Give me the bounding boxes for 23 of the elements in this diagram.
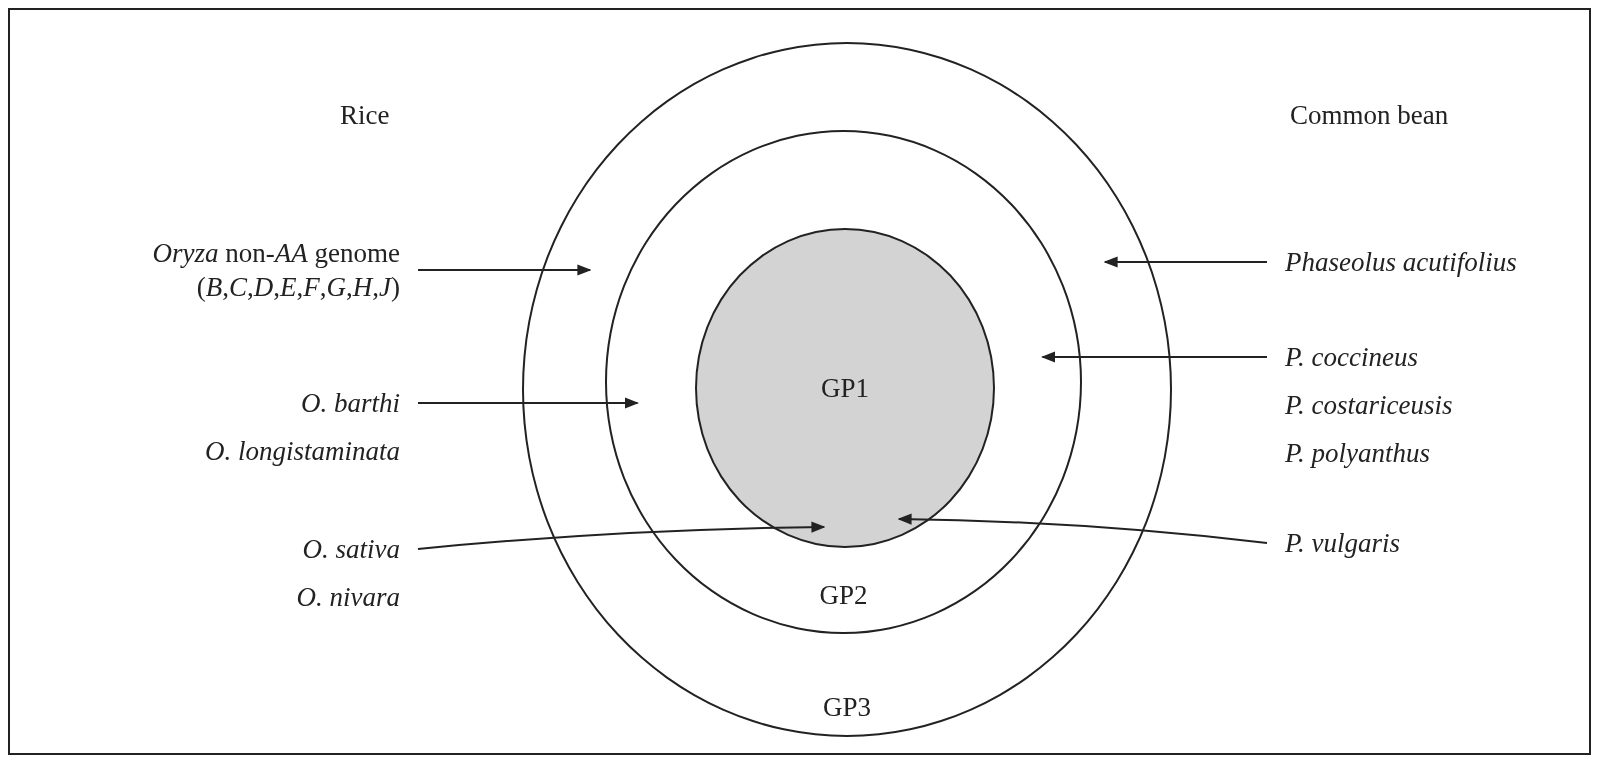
gene-pool-circle xyxy=(522,42,1172,737)
species-name: P. costariceusis xyxy=(1285,389,1453,422)
species-name: P. coccineus xyxy=(1285,341,1419,374)
species-name: O. barthi xyxy=(300,387,400,420)
crop-heading: Rice xyxy=(340,102,390,129)
arrow xyxy=(897,513,1268,544)
species-name: O. sativa xyxy=(301,533,400,566)
species-name: O. longistaminata xyxy=(205,435,400,468)
gene-pool-label: GP2 xyxy=(819,582,868,609)
species-name: O. nivara xyxy=(296,581,400,614)
arrow xyxy=(1041,351,1268,363)
arrow xyxy=(1103,256,1268,268)
species-name: Phaseolus acutifolius xyxy=(1285,246,1517,279)
species-name: Oryza non-AA genome (B,C,D,E,F,G,H,J) xyxy=(151,237,400,304)
species-name: P. polyanthus xyxy=(1285,437,1431,470)
arrow xyxy=(417,264,592,276)
species-name: P. vulgaris xyxy=(1285,527,1400,560)
gene-pool-label: GP3 xyxy=(823,694,871,721)
gene-pool-circle xyxy=(605,130,1082,634)
crop-heading: Common bean xyxy=(1290,102,1449,129)
arrow xyxy=(417,397,639,409)
arrow xyxy=(417,521,826,550)
gene-pool-label: GP1 xyxy=(821,375,869,402)
